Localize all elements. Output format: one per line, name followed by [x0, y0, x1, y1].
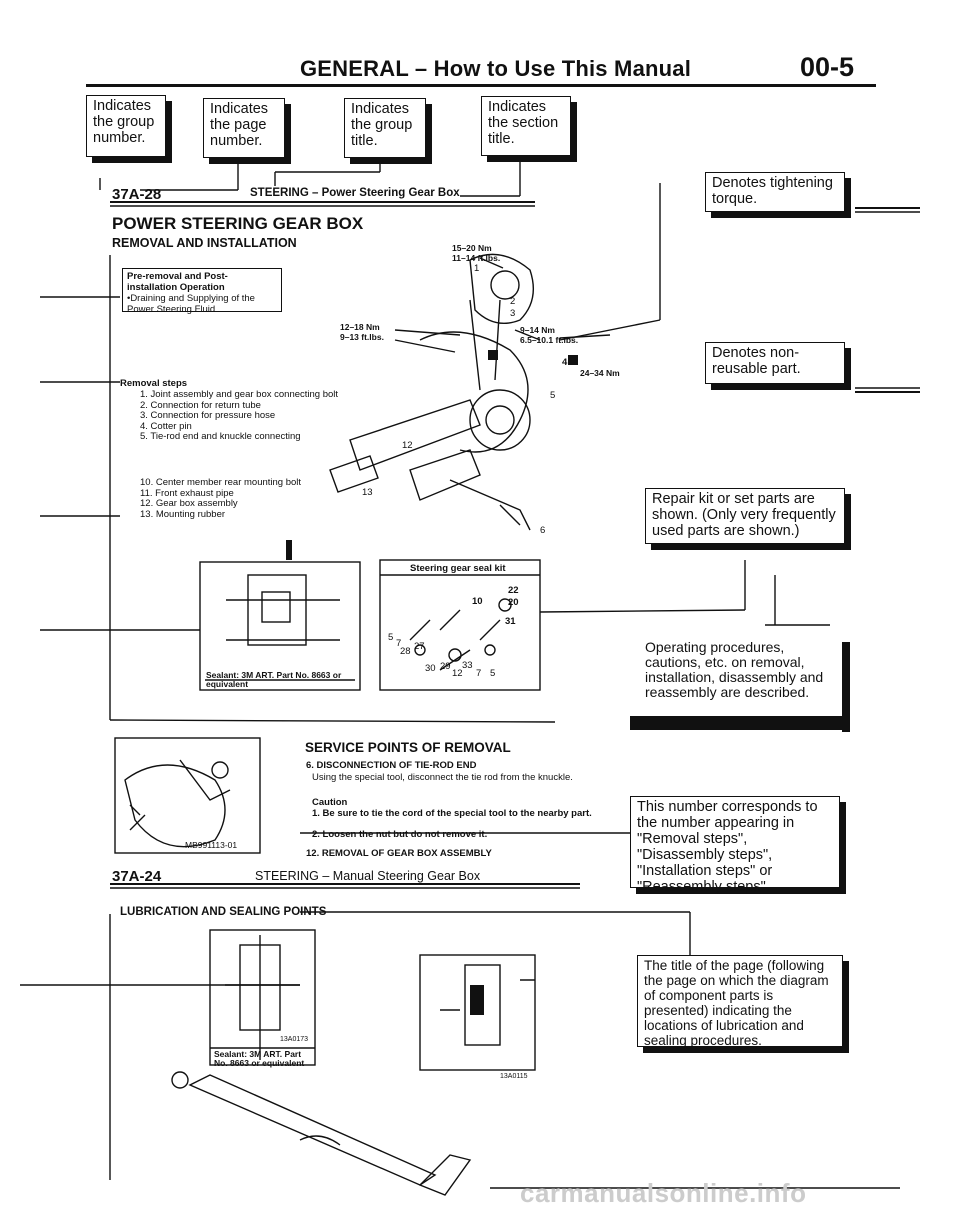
- seal-kit-num-33: 33: [462, 660, 473, 671]
- torque-2-nm: 12–18 Nm: [340, 322, 380, 332]
- seal-kit-num-30: 30: [425, 663, 436, 674]
- page2-group-line: STEERING – Manual Steering Gear Box: [255, 869, 481, 883]
- callout-non-reusable: Denotes non-reusable part.: [705, 342, 845, 384]
- service-caution-2: 2. Loosen the nut but do not remove it.: [312, 829, 488, 840]
- pre-removal-title: Pre-removal and Post-installation Operat…: [127, 271, 228, 293]
- diagram-num-1: 1: [474, 263, 480, 274]
- page2-fig-code-1: 13A0173: [280, 1036, 309, 1043]
- diagram-num-2: 2: [510, 296, 516, 307]
- step-10: 10. Center member rear mounting bolt: [140, 477, 302, 488]
- seal-kit-num-20: 20: [508, 597, 519, 608]
- callout-repair-kit: Repair kit or set parts are shown. (Only…: [645, 488, 845, 544]
- seal-kit-num-28: 28: [400, 646, 411, 657]
- torque-1-nm: 15–20 Nm: [452, 243, 492, 253]
- diagram-num-13: 13: [362, 487, 373, 498]
- page1-group-line: STEERING – Power Steering Gear Box: [250, 187, 460, 199]
- torque-1-ftlb: 11–14 ft.lbs.: [452, 253, 501, 263]
- service-title: SERVICE POINTS OF REMOVAL: [305, 740, 511, 755]
- seal-kit-num-22: 22: [508, 585, 519, 596]
- service-item-12: 12. REMOVAL OF GEAR BOX ASSEMBLY: [306, 848, 492, 859]
- service-caution-1: 1. Be sure to tie the cord of the specia…: [312, 808, 592, 819]
- callout-page-title-note: The title of the page (following the pag…: [637, 955, 843, 1048]
- diagram-num-12: 12: [402, 440, 413, 451]
- callout-page-number: Indicates the page number.: [203, 98, 285, 158]
- torque-3-ftlb: 6.5–10.1 ft.lbs.: [520, 335, 579, 345]
- step-11: 11. Front exhaust pipe: [140, 487, 234, 499]
- torque-2-ftlb: 9–13 ft.lbs.: [340, 332, 384, 342]
- callout-number-corresponds: This number corresponds to the number ap…: [630, 796, 840, 895]
- page-title: GENERAL – How to Use This Manual: [300, 56, 692, 81]
- seal-kit-num-5a: 5: [388, 632, 394, 643]
- pre-removal-item: •Draining and Supplying of the Power Ste…: [127, 293, 255, 315]
- seal-kit-num-5b: 5: [490, 668, 496, 679]
- callout-page-number-text: Indicates the page number.: [210, 101, 269, 149]
- callout-page-title-note-text: The title of the page (following the pag…: [644, 958, 829, 1048]
- service-item-title: 6. DISCONNECTION OF TIE-ROD END: [306, 760, 477, 771]
- callout-group-number-text: Indicates the group number.: [93, 98, 155, 146]
- seal-kit-num-12: 12: [452, 668, 463, 679]
- step-3: 3. Connection for pressure hose: [140, 410, 276, 421]
- note-operating-shadow: [842, 642, 850, 732]
- page1-section-title: POWER STEERING GEAR BOX: [112, 214, 364, 233]
- watermark: carmanualsonline.info: [520, 1178, 807, 1208]
- callout-section-title: Indicates the section title.: [481, 96, 571, 156]
- page1-sealant-note: Sealant: 3M ART. Part No. 8663 or equiva…: [206, 670, 342, 689]
- service-item-text: Using the special tool, disconnect the t…: [312, 772, 573, 783]
- callout-group-number: Indicates the group number.: [86, 95, 166, 157]
- service-caution-label: Caution: [312, 797, 348, 808]
- step-4: 4. Cotter pin: [140, 420, 192, 432]
- seal-kit-num-27: 27: [414, 641, 425, 652]
- diagram-num-6: 6: [540, 525, 546, 536]
- torque-4-nm: 24–34 Nm: [580, 368, 620, 378]
- step-2: 2. Connection for return tube: [140, 399, 261, 411]
- pre-removal-box: Pre-removal and Post-installation Operat…: [122, 268, 282, 315]
- seal-kit-num-7b: 7: [476, 668, 482, 679]
- callout-tightening-torque: Denotes tightening torque.: [705, 172, 845, 212]
- step-12: 12. Gear box assembly: [140, 498, 238, 509]
- seal-kit-num-29: 29: [440, 661, 451, 672]
- service-figure-code: MB991113-01: [185, 840, 238, 850]
- page1-ref: 37A-28: [112, 186, 162, 203]
- callout-number-corresponds-text: This number corresponds to the number ap…: [637, 799, 818, 895]
- removal-steps-label: Removal steps: [120, 378, 188, 389]
- callout-repair-kit-text: Repair kit or set parts are shown. (Only…: [652, 491, 836, 539]
- page1-subtitle: REMOVAL AND INSTALLATION: [112, 236, 297, 250]
- diagram-num-3: 3: [510, 308, 516, 319]
- note-operating-shadow-bottom: [630, 716, 850, 730]
- note-operating-procedures: Operating procedures, cautions, etc. on …: [645, 640, 840, 700]
- page-code: 00-5: [800, 52, 855, 82]
- removal-steps-list: 1. Joint assembly and gear box connectin…: [140, 389, 340, 443]
- seal-kit-title: Steering gear seal kit: [410, 563, 506, 574]
- torque-3-nm: 9–14 Nm: [520, 325, 555, 335]
- step-5: 5. Tie-rod end and knuckle connecting: [140, 431, 301, 442]
- page2-sealant-note: Sealant: 3M ART. Part No. 8663 or equiva…: [214, 1049, 305, 1068]
- step-13: 13. Mounting rubber: [140, 508, 226, 520]
- callout-group-title-text: Indicates the group title.: [351, 101, 413, 149]
- seal-kit-num-31: 31: [505, 616, 516, 627]
- removal-steps-list-2: 10. Center member rear mounting bolt 11.…: [140, 477, 340, 520]
- seal-kit-num-7a: 7: [396, 638, 402, 649]
- step-1: 1. Joint assembly and gear box connectin…: [140, 389, 339, 400]
- callout-tightening-torque-text: Denotes tightening torque.: [712, 175, 833, 207]
- diagram-num-4: 4: [562, 357, 568, 368]
- header-rule: [86, 84, 876, 87]
- seal-kit-num-10: 10: [472, 596, 483, 607]
- note-operating-procedures-text: Operating procedures, cautions, etc. on …: [645, 639, 824, 700]
- page2-section-title: LUBRICATION AND SEALING POINTS: [120, 906, 327, 918]
- callout-non-reusable-text: Denotes non-reusable part.: [712, 345, 801, 377]
- page2-ref: 37A-24: [112, 868, 162, 885]
- callout-section-title-text: Indicates the section title.: [488, 99, 559, 147]
- page2-fig-code-2: 13A0115: [500, 1073, 528, 1080]
- diagram-num-5: 5: [550, 390, 556, 401]
- callout-group-title: Indicates the group title.: [344, 98, 426, 158]
